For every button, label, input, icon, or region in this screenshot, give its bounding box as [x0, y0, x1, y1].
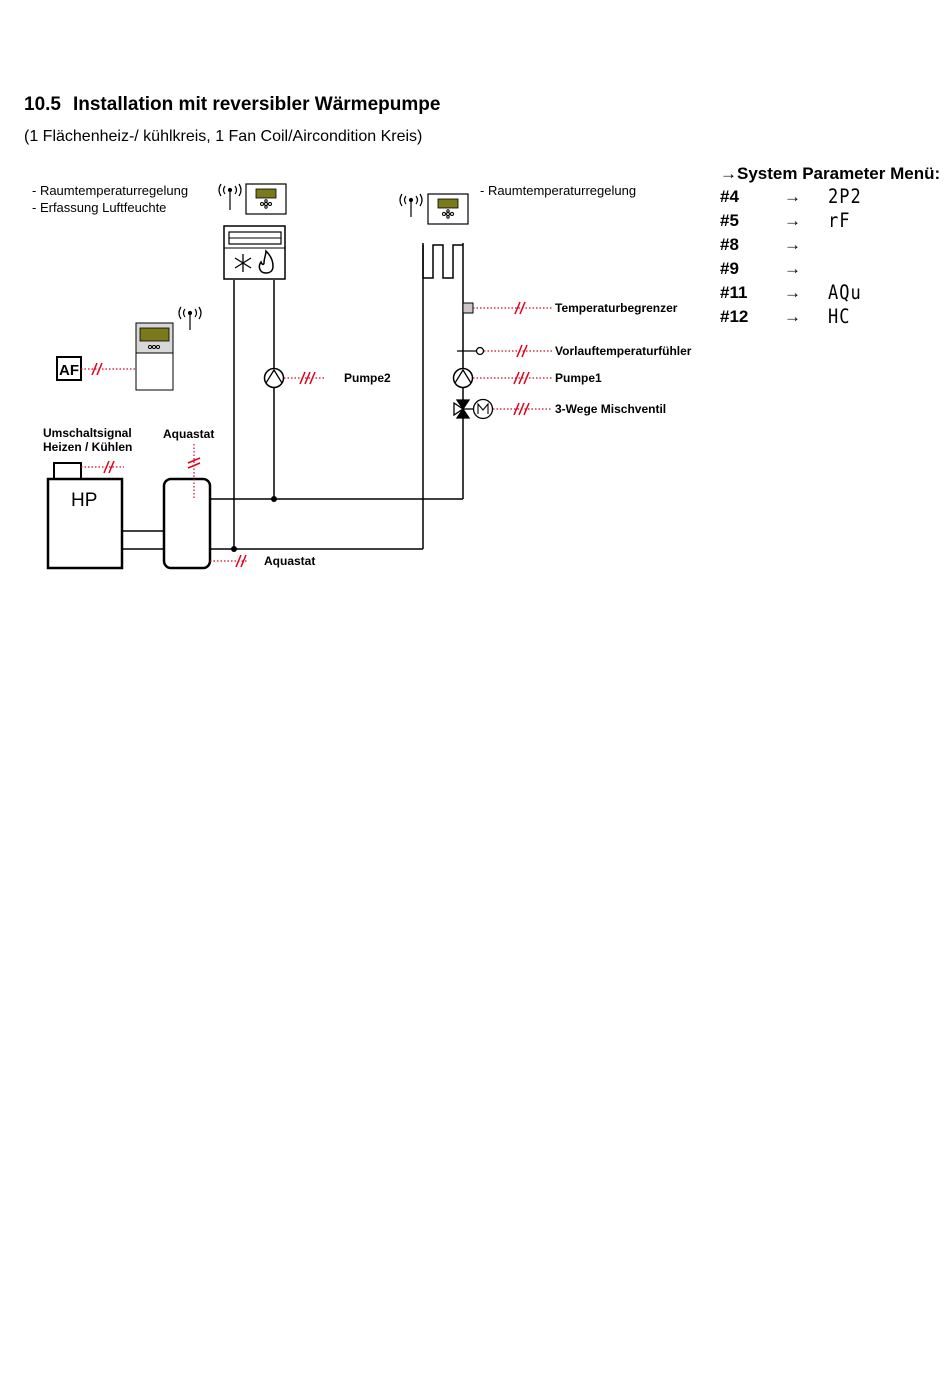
- pump1-label: Pumpe1: [555, 371, 602, 385]
- humidity-controller: [135, 322, 174, 391]
- pump2-symbol: [263, 367, 285, 389]
- left-bullet-room-temp: - Raumtemperaturregelung: [32, 183, 188, 198]
- temp-limiter-label: Temperaturbegrenzer: [555, 301, 678, 315]
- fan-coil-unit: [223, 225, 286, 280]
- menu-key: #8: [720, 235, 739, 254]
- menu-row-arrow: →: [784, 283, 801, 302]
- antenna-icon: [178, 306, 202, 330]
- mixing-valve-symbol: [453, 398, 494, 420]
- signal-wires: [81, 307, 552, 562]
- af-label: AF: [59, 362, 79, 379]
- section-number: 10.5: [24, 94, 61, 115]
- menu-row-arrow: →: [784, 307, 801, 326]
- menu-row-arrow: →: [784, 211, 801, 230]
- temperature-limiter-symbol: [462, 302, 474, 314]
- flame-icon: [258, 249, 274, 274]
- menu-key: #11: [720, 283, 748, 302]
- menu-row-arrow: →: [784, 235, 801, 254]
- aquastat-bottom-label: Aquastat: [264, 554, 315, 568]
- flow-sensor-label: Vorlauftemperaturfühler: [555, 344, 692, 358]
- menu-key: #12: [720, 307, 749, 326]
- hp-label: HP: [71, 490, 97, 511]
- room-controller-floor: [427, 193, 469, 225]
- switch-signal-label-1: Umschaltsignal: [43, 426, 132, 440]
- section-title: Installation mit reversibler Wärmepumpe: [72, 94, 441, 115]
- buffer-tank: [162, 477, 212, 570]
- menu-key: #5: [720, 211, 739, 230]
- heat-pump: HP: [46, 462, 124, 570]
- menu-row-arrow: →: [784, 187, 801, 206]
- snowflake-icon: [234, 254, 252, 272]
- floor-heating-coil: [422, 244, 463, 279]
- mixing-valve-label: 3-Wege Mischventil: [555, 402, 666, 416]
- menu-value: 2P2: [828, 185, 862, 209]
- menu-arrow: →: [720, 164, 737, 183]
- antenna-icon: [399, 193, 423, 217]
- junction-dot: [231, 546, 237, 552]
- menu-value: HC: [828, 305, 851, 329]
- menu-title-text: System Parameter Menü:: [737, 164, 941, 183]
- menu-value: AQu: [828, 281, 862, 305]
- hydraulic-diagram: HP: [32, 183, 692, 570]
- junction-dot: [271, 496, 277, 502]
- flow-sensor-symbol: [457, 346, 485, 356]
- left-bullet-humidity: - Erfassung Luftfeuchte: [32, 200, 166, 215]
- pipe-network: [122, 243, 464, 550]
- menu-value: rF: [828, 209, 851, 233]
- antenna-icon: [218, 183, 242, 210]
- pump1-symbol: [452, 367, 474, 389]
- section-heading: 10.5 Installation mit reversibler Wärmepu…: [24, 94, 440, 116]
- room-controller-fan-coil: [245, 183, 287, 215]
- right-bullet-room-temp: - Raumtemperaturregelung: [480, 183, 636, 198]
- pump2-label: Pumpe2: [344, 371, 391, 385]
- menu-row-arrow: →: [784, 259, 801, 278]
- cable-ticks: [91, 301, 530, 568]
- section-subheading: (1 Flächenheiz-/ kühlkreis, 1 Fan Coil/A…: [24, 128, 423, 145]
- menu-key: #4: [720, 187, 739, 206]
- aquastat-top-label: Aquastat: [163, 427, 214, 441]
- menu-title: →System Parameter Menü:: [720, 164, 940, 184]
- menu-key: #9: [720, 259, 739, 278]
- switch-signal-label-2: Heizen / Kühlen: [43, 440, 132, 454]
